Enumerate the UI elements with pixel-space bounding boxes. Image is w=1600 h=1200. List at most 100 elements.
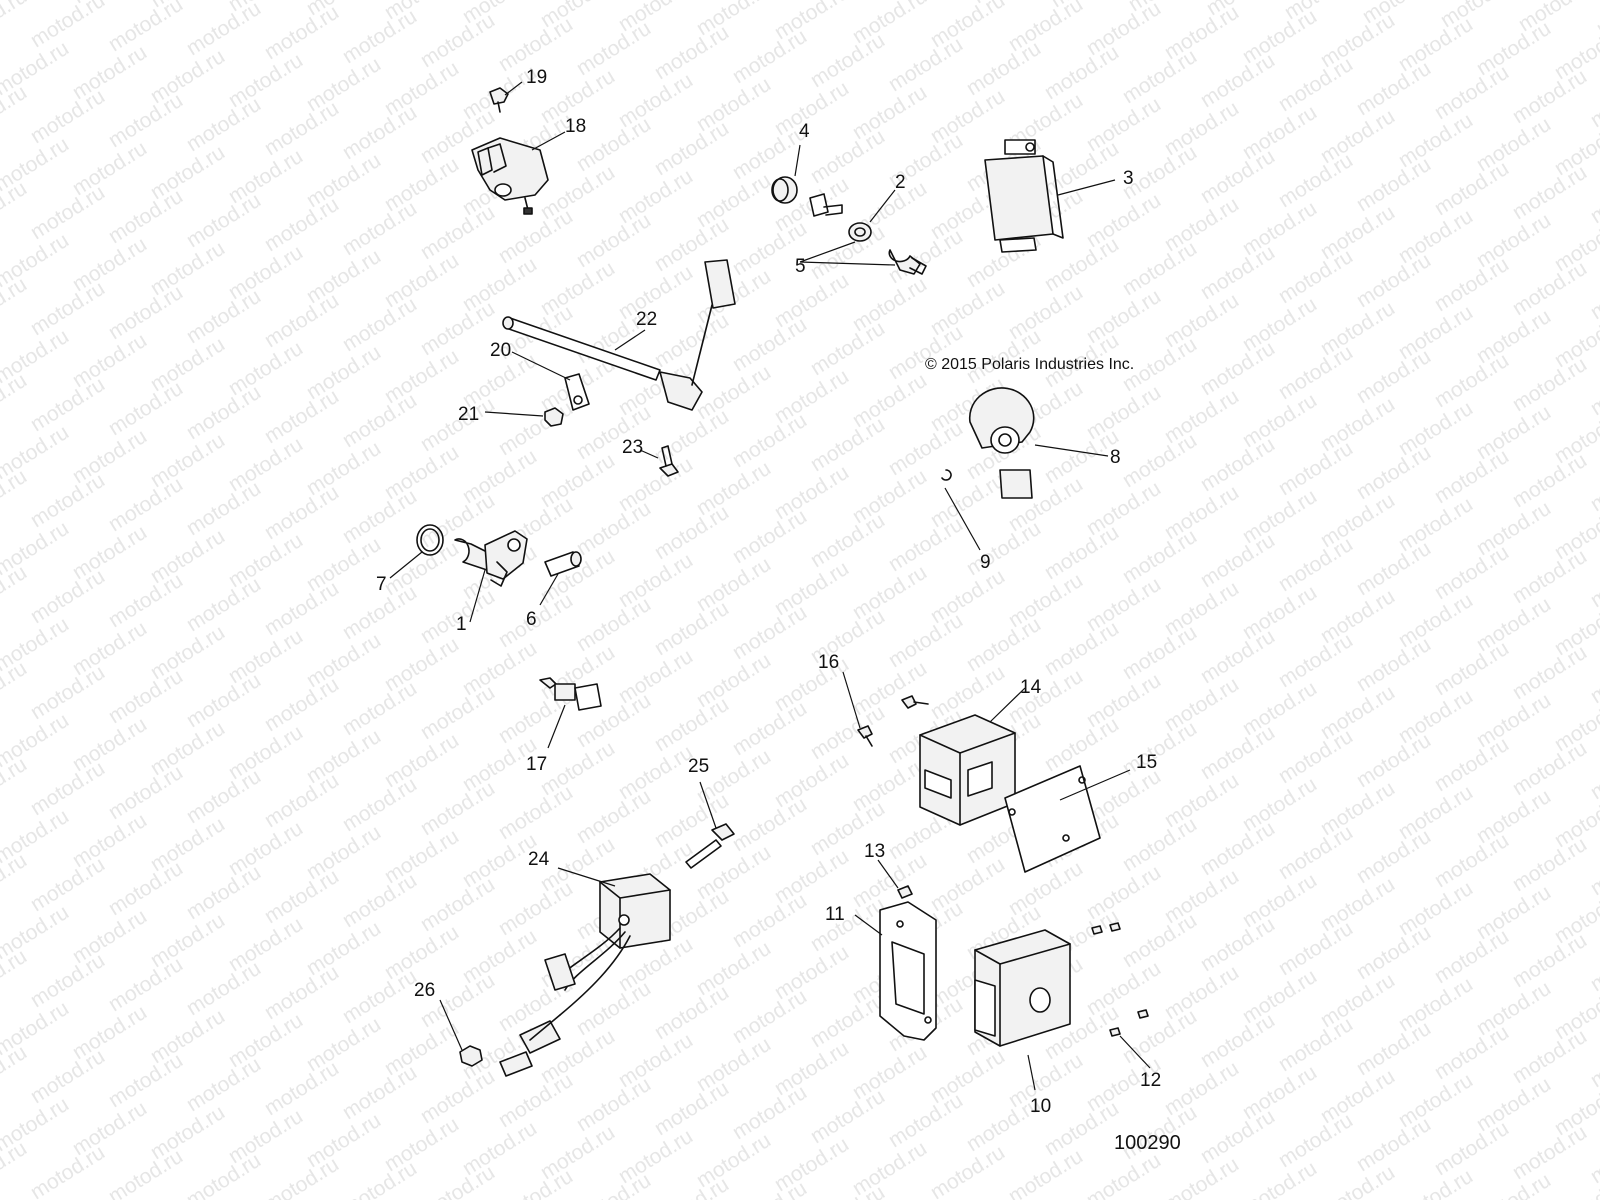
watermark-text: motod.ru <box>1586 1125 1600 1188</box>
callout-17: 17 <box>526 754 547 775</box>
watermark-text: motod.ru <box>650 597 732 660</box>
watermark-text: motod.ru <box>338 5 420 68</box>
watermark-text: motod.ru <box>1004 1145 1086 1200</box>
watermark-text: motod.ru <box>1118 237 1200 300</box>
watermark-text: motod.ru <box>1352 57 1434 120</box>
callout-11: 11 <box>825 904 845 925</box>
watermark-text: motod.ru <box>1586 1029 1600 1092</box>
part-23-bolt <box>659 445 679 477</box>
watermark-text: motod.ru <box>338 1157 420 1200</box>
watermark-text: motod.ru <box>1352 633 1434 696</box>
watermark-text: motod.ru <box>0 273 31 336</box>
watermark-text: motod.ru <box>1508 65 1590 128</box>
watermark-text: motod.ru <box>494 1069 576 1132</box>
watermark-text: motod.ru <box>1274 149 1356 212</box>
watermark-text: motod.ru <box>104 953 186 1016</box>
watermark-text: motod.ru <box>26 661 108 724</box>
watermark-text: motod.ru <box>1430 61 1512 124</box>
watermark-text: motod.ru <box>1508 641 1590 704</box>
watermark-text: motod.ru <box>1430 541 1512 604</box>
part-16-screws <box>857 695 929 747</box>
watermark-text: motod.ru <box>1040 521 1122 584</box>
watermark-text: motod.ru <box>104 0 186 56</box>
watermark-text: motod.ru <box>182 669 264 732</box>
watermark-text: motod.ru <box>104 473 186 536</box>
watermark-text: motod.ru <box>1430 1117 1512 1180</box>
watermark-text: motod.ru <box>1196 49 1278 112</box>
watermark-text: motod.ru <box>1274 437 1356 500</box>
watermark-text: motod.ru <box>494 877 576 940</box>
watermark-text: motod.ru <box>0 465 31 528</box>
watermark-text: motod.ru <box>260 577 342 640</box>
callout-3: 3 <box>1123 168 1134 189</box>
watermark-text: motod.ru <box>1508 1121 1590 1184</box>
watermark-text: motod.ru <box>572 17 654 80</box>
callout-9: 9 <box>980 552 991 573</box>
watermark-text: motod.ru <box>728 1177 810 1200</box>
watermark-text: motod.ru <box>182 861 264 924</box>
watermark-text: motod.ru <box>416 9 498 72</box>
watermark-text: motod.ru <box>104 185 186 248</box>
watermark-text: motod.ru <box>1430 157 1512 220</box>
watermark-text: motod.ru <box>962 613 1044 676</box>
watermark-text: motod.ru <box>1508 833 1590 896</box>
watermark-text: motod.ru <box>1508 545 1590 608</box>
watermark-text: motod.ru <box>1040 1097 1122 1160</box>
callout-5: 5 <box>795 256 806 277</box>
watermark-text: motod.ru <box>1274 821 1356 884</box>
part-19-screw <box>489 87 509 113</box>
watermark-text: motod.ru <box>1430 829 1512 892</box>
diagram-id: 100290 <box>1114 1132 1181 1154</box>
watermark-text: motod.ru <box>1118 909 1200 972</box>
watermark-text: motod.ru <box>1430 253 1512 316</box>
part-22-speed-sensor <box>502 259 736 411</box>
watermark-text: motod.ru <box>1352 1113 1434 1176</box>
watermark-text: motod.ru <box>0 369 31 432</box>
watermark-text: motod.ru <box>104 1145 186 1200</box>
watermark-text: motod.ru <box>884 417 966 480</box>
watermark-text: motod.ru <box>182 765 264 828</box>
watermark-text: motod.ru <box>650 21 732 84</box>
watermark-text: motod.ru <box>650 693 732 756</box>
watermark-text: motod.ru <box>1196 913 1278 976</box>
part-2-washer <box>848 222 872 242</box>
watermark-text: motod.ru <box>884 513 966 576</box>
watermark-text: motod.ru <box>1586 549 1600 612</box>
part-21-bolt <box>544 407 564 427</box>
watermark-text: motod.ru <box>1040 233 1122 296</box>
callout-22: 22 <box>636 309 657 330</box>
watermark-text: motod.ru <box>1040 617 1122 680</box>
watermark-text: motod.ru <box>1196 241 1278 304</box>
watermark-text: motod.ru <box>1040 137 1122 200</box>
watermark-text: motod.ru <box>572 1169 654 1200</box>
watermark-text: motod.ru <box>1508 929 1590 992</box>
part-24-harness <box>499 927 631 1077</box>
part-13-screw <box>897 885 913 899</box>
watermark-text: motod.ru <box>0 1041 31 1104</box>
part-10-ecu <box>974 929 1071 1047</box>
watermark-text: motod.ru <box>650 501 732 564</box>
watermark-text: motod.ru <box>1352 537 1434 600</box>
watermark-text: motod.ru <box>1586 69 1600 132</box>
watermark-text: motod.ru <box>1160 1153 1242 1200</box>
callout-23: 23 <box>622 437 643 458</box>
watermark-text: motod.ru <box>26 757 108 820</box>
watermark-text: motod.ru <box>1586 837 1600 900</box>
watermark-text: motod.ru <box>338 101 420 164</box>
part-18-map-sensor <box>471 137 549 215</box>
part-7-o-ring <box>416 524 444 556</box>
watermark-text: motod.ru <box>1196 145 1278 208</box>
watermark-text: motod.ru <box>1274 245 1356 308</box>
callout-8: 8 <box>1110 447 1121 468</box>
watermark-text: motod.ru <box>806 1181 888 1200</box>
watermark-text: motod.ru <box>1274 725 1356 788</box>
callout-2: 2 <box>895 172 906 193</box>
callout-6: 6 <box>526 609 537 630</box>
watermark-text: motod.ru <box>182 573 264 636</box>
watermark-text: motod.ru <box>1352 825 1434 888</box>
watermark-text: motod.ru <box>650 309 732 372</box>
watermark-text: motod.ru <box>1238 1157 1320 1200</box>
watermark-text: motod.ru <box>1352 441 1434 504</box>
watermark-text: motod.ru <box>1274 341 1356 404</box>
watermark-text: motod.ru <box>1430 445 1512 508</box>
